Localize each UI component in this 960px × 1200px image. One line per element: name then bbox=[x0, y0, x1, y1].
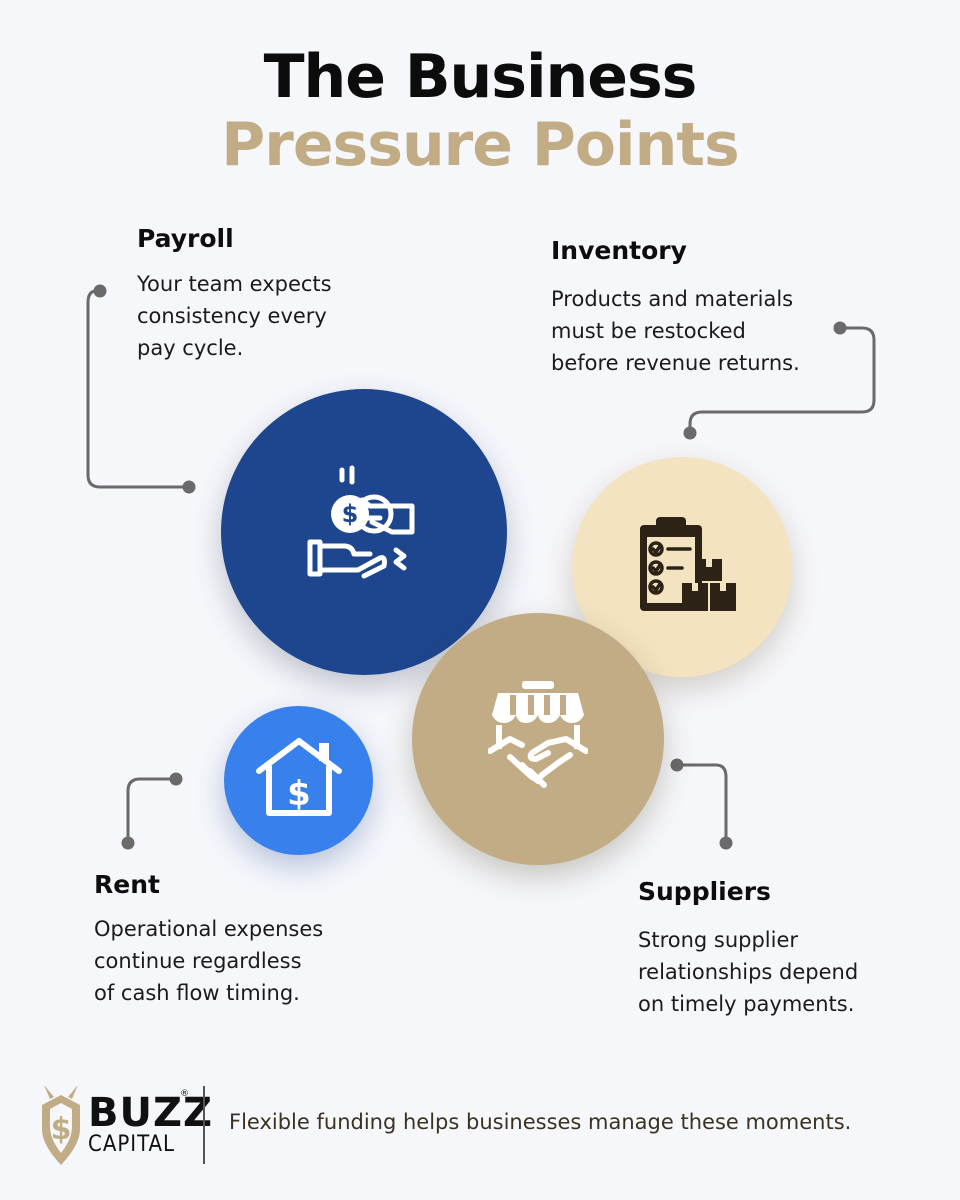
page-title-line2: Pressure Points bbox=[221, 110, 739, 180]
payroll-heading: Payroll bbox=[137, 224, 234, 253]
payroll-line-1: Your team expects bbox=[137, 272, 332, 296]
suppliers-line-3: on timely payments. bbox=[638, 992, 855, 1016]
page-title-line1: The Business bbox=[263, 42, 698, 112]
connector-inventory bbox=[688, 326, 876, 434]
suppliers-description: Strong supplier relationships depend on … bbox=[638, 924, 858, 1020]
money-exchange-hands-icon: $ bbox=[307, 465, 415, 579]
rent-description: Operational expenses continue regardless… bbox=[94, 913, 323, 1009]
buzz-capital-logo-icon: $ bbox=[42, 1085, 80, 1165]
rent-line-3: of cash flow timing. bbox=[94, 981, 300, 1005]
suppliers-circle bbox=[412, 613, 664, 865]
registered-mark: ® bbox=[180, 1089, 189, 1099]
connector-payroll bbox=[86, 289, 190, 489]
rent-line-2: continue regardless bbox=[94, 949, 302, 973]
inventory-heading: Inventory bbox=[551, 236, 687, 265]
footer-tagline: Flexible funding helps businesses manage… bbox=[229, 1110, 852, 1134]
rent-circle bbox=[224, 706, 373, 855]
connector-rent bbox=[126, 777, 178, 841]
rent-heading: Rent bbox=[94, 870, 160, 899]
suppliers-line-2: relationships depend bbox=[638, 960, 859, 984]
clipboard-checklist-boxes-icon bbox=[640, 517, 736, 611]
svg-text:$: $ bbox=[342, 500, 359, 528]
store-handshake-icon bbox=[488, 681, 588, 788]
brand-name-bottom: CAPITAL bbox=[88, 1132, 176, 1157]
footer-divider bbox=[203, 1086, 205, 1164]
inventory-line-3: before revenue returns. bbox=[551, 351, 800, 375]
payroll-circle bbox=[221, 389, 507, 675]
brand-name-top: BUZZ bbox=[88, 1090, 213, 1136]
inventory-line-1: Products and materials bbox=[551, 287, 794, 311]
inventory-description: Products and materials must be restocked… bbox=[551, 283, 800, 379]
payroll-line-3: pay cycle. bbox=[137, 336, 244, 360]
svg-text:$: $ bbox=[51, 1112, 72, 1147]
payroll-description: Your team expects consistency every pay … bbox=[137, 268, 332, 364]
house-dollar-icon: $ bbox=[256, 738, 342, 816]
inventory-line-2: must be restocked bbox=[551, 319, 746, 343]
suppliers-heading: Suppliers bbox=[638, 877, 771, 906]
suppliers-line-1: Strong supplier bbox=[638, 928, 799, 952]
rent-line-1: Operational expenses bbox=[94, 917, 324, 941]
connector-suppliers bbox=[675, 763, 728, 842]
payroll-line-2: consistency every bbox=[137, 304, 327, 328]
svg-text:$: $ bbox=[287, 774, 311, 814]
